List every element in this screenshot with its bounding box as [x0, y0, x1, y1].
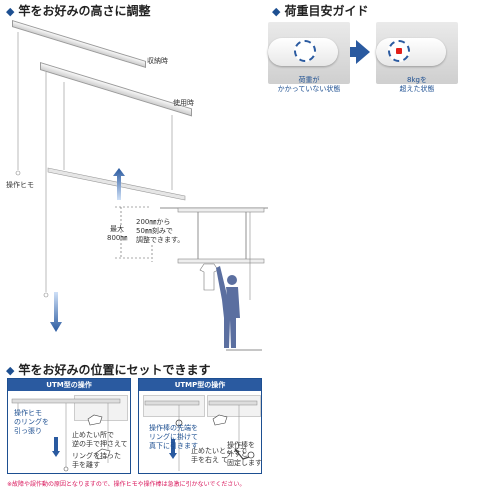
caption-unloaded: 荷重が かかっていない状態 — [277, 76, 341, 94]
red-indicator-icon — [396, 48, 402, 54]
section-height-heading: ◆竿をお好みの高さに調整 — [6, 4, 151, 18]
utm-diagram — [11, 398, 121, 472]
label-step-2: 50㎜刻みで — [136, 227, 173, 235]
label-step-1: 200㎜から — [136, 218, 171, 226]
footnote-warning: ※故障や誤作動の原因となりますので、操作ヒモや操作棒は急激に引かないでください。 — [7, 481, 246, 488]
utmp-closeup-left — [143, 395, 205, 417]
diamond-bullet-icon: ◆ — [6, 5, 15, 18]
utm-step2: 止めたい所で 逆の手で押さえて — [72, 431, 128, 448]
utm-step3: リングを持った 手を離す — [72, 452, 121, 469]
utmp-step2: 止めたいところで 手を右え て — [191, 447, 247, 464]
label-stored: 収納時 — [147, 57, 168, 65]
diamond-bullet-icon: ◆ — [6, 364, 15, 377]
gauge-unloaded — [268, 22, 350, 84]
utmp-step3: 操作棒を 外すと 固定します — [227, 441, 262, 467]
utmp-closeup-right — [207, 395, 261, 417]
panel-utm: UTM型の操作 操作ヒモ のリングを 引っ張り 止めたい所で 逆の手で押さえて … — [7, 378, 131, 474]
arrow-right-icon — [356, 40, 370, 64]
utmp-diagram — [144, 400, 258, 471]
label-step-3: 調整できます。 — [136, 236, 185, 244]
label-in-use: 使用時 — [173, 99, 194, 107]
indicator-ring — [294, 40, 316, 62]
panel-utmp-title: UTMP型の操作 — [139, 379, 261, 391]
panel-utmp: UTMP型の操作 操作棒の先端を リングに掛けて 真下に引きます 止めたいところ… — [138, 378, 262, 474]
caption-overloaded: 8kgを 超えた状態 — [399, 76, 435, 94]
rod-end — [376, 38, 446, 66]
diamond-bullet-icon: ◆ — [272, 5, 281, 18]
label-max: 最大 — [110, 225, 124, 233]
gauge-overloaded — [376, 22, 458, 84]
indicator-ring — [388, 40, 410, 62]
label-cord: 操作ヒモ — [6, 181, 34, 189]
load-guide-heading: ◆荷重目安ガイド — [272, 4, 369, 18]
utmp-step1: 操作棒の先端を リングに掛けて 真下に引きます — [149, 424, 198, 450]
arrow-right-icon-stem — [350, 47, 356, 57]
panel-utm-title: UTM型の操作 — [8, 379, 130, 391]
label-max-value: 800㎜ — [107, 234, 128, 242]
section-position-heading: ◆竿をお好みの位置にセットできます — [6, 363, 211, 377]
utm-step1: 操作ヒモ のリングを 引っ張り — [14, 409, 49, 435]
